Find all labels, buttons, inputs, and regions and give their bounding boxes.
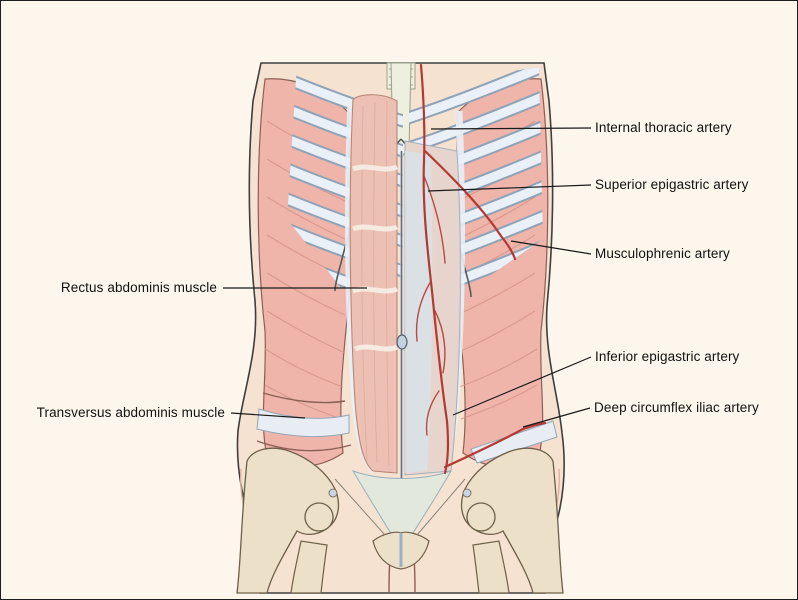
- label-superior-epigastric-artery: Superior epigastric artery: [595, 177, 749, 192]
- pelvis-bones: [236, 447, 564, 594]
- label-internal-thoracic-artery: Internal thoracic artery: [595, 120, 732, 135]
- leader-lines: [223, 127, 592, 428]
- label-rectus-abdominis-muscle: Rectus abdominis muscle: [60, 280, 217, 295]
- leader-deep-circumflex: [522, 407, 591, 428]
- deep-circumflex-iliac-artery: [443, 421, 547, 469]
- label-musculophrenic-artery: Musculophrenic artery: [595, 246, 730, 261]
- artery-branches: [415, 175, 446, 436]
- internal-thoracic-artery: [419, 63, 426, 163]
- label-transversus-abdominis-muscle: Transversus abdominis muscle: [36, 405, 225, 420]
- leader-internal-thoracic: [430, 127, 592, 130]
- leader-musculophrenic: [510, 240, 592, 255]
- label-deep-circumflex-iliac-artery: Deep circumflex iliac artery: [594, 400, 759, 415]
- leader-superior-epigastric: [427, 184, 592, 192]
- inferior-epigastric-artery: [443, 419, 450, 475]
- musculophrenic-artery: [423, 149, 517, 261]
- leader-transversus-abdominis: [230, 412, 306, 419]
- arteries: [415, 63, 547, 475]
- navel: [396, 334, 408, 350]
- label-inferior-epigastric-artery: Inferior epigastric artery: [595, 349, 740, 364]
- leader-inferior-epigastric: [452, 356, 592, 416]
- superior-epigastric-artery: [422, 159, 449, 423]
